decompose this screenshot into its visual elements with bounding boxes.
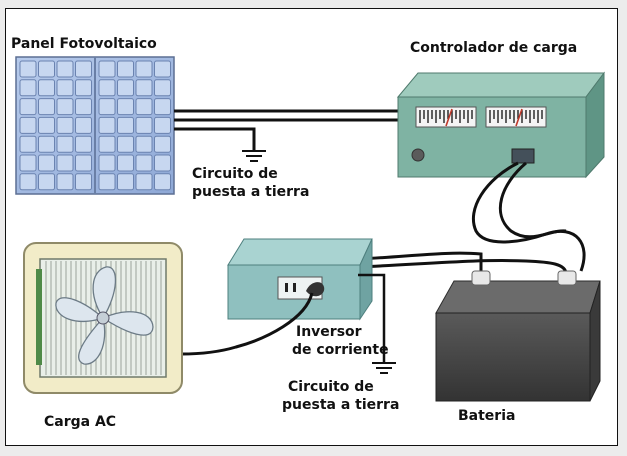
panel-cell	[154, 79, 171, 97]
load-label: Carga AC	[44, 414, 117, 430]
battery-terminal-positive	[557, 270, 577, 286]
panel-cell	[38, 173, 55, 191]
panel-cell	[135, 79, 153, 97]
inverter-label: Inversor de corriente	[292, 323, 389, 359]
panel-cell	[117, 154, 134, 172]
panel-cell	[154, 60, 171, 78]
panel-cell	[154, 173, 171, 191]
panel-cell	[38, 135, 55, 153]
panel-cell	[75, 135, 92, 153]
panel-cell	[56, 79, 74, 97]
panel-cell	[75, 154, 92, 172]
panel-cell	[38, 116, 55, 134]
panel-cell	[75, 116, 92, 134]
panel-cells	[19, 60, 171, 191]
load-cable	[180, 292, 314, 356]
panel-cell	[135, 98, 153, 116]
panel-cell	[19, 98, 37, 116]
panel-cell	[117, 116, 134, 134]
battery	[435, 270, 601, 402]
controller-port	[511, 148, 535, 164]
panel-cell	[154, 135, 171, 153]
panel-cell	[135, 116, 153, 134]
meter-needle	[515, 108, 523, 127]
fan	[23, 242, 183, 394]
panel-cell	[98, 173, 116, 191]
controller-battery-wires	[357, 161, 586, 275]
panel-cell	[56, 135, 74, 153]
panel-cell	[38, 79, 55, 97]
panel-cell	[19, 173, 37, 191]
panel-cell	[56, 154, 74, 172]
inverter	[227, 238, 373, 321]
panel-cell	[19, 60, 37, 78]
inverter-label-line1: Inversor	[296, 324, 362, 340]
panel-cell	[135, 135, 153, 153]
panel-cell	[98, 116, 116, 134]
panel-cell	[98, 98, 116, 116]
inverter-ground-wire	[358, 273, 386, 363]
panel-cell	[19, 79, 37, 97]
ground-label-1: Circuito de puesta a tierra	[192, 165, 309, 201]
ground-symbol	[372, 362, 396, 374]
panel-cell	[56, 98, 74, 116]
meter-needle	[445, 108, 453, 127]
diagram-frame: Panel Fotovoltaico Controlador de carga …	[5, 8, 618, 446]
fan-blades	[55, 266, 154, 365]
panel-cell	[38, 154, 55, 172]
panel-cell	[117, 135, 134, 153]
panel-cell	[135, 60, 153, 78]
panel-cell	[56, 116, 74, 134]
battery-terminal-negative	[471, 270, 491, 286]
panel-cell	[117, 60, 134, 78]
panel-cell	[75, 79, 92, 97]
controller-label: Controlador de carga	[410, 40, 578, 56]
controller-knob	[411, 148, 425, 162]
panel-cell	[154, 154, 171, 172]
panel-cell	[56, 60, 74, 78]
panel-cell	[75, 60, 92, 78]
panel-cell	[98, 60, 116, 78]
ground-label-2-line1: Circuito de	[288, 379, 374, 395]
panel-cell	[38, 60, 55, 78]
panel-cell	[19, 116, 37, 134]
panel-cell	[154, 98, 171, 116]
panel-label: Panel Fotovoltaico	[11, 36, 157, 52]
ground-label-1-line2: puesta a tierra	[192, 184, 310, 200]
solar-system-diagram	[15, 56, 605, 402]
panel-cell	[135, 154, 153, 172]
ground-label-1-line1: Circuito de	[192, 166, 278, 182]
controller-meter-left	[415, 106, 477, 128]
ground-label-2: Circuito de puesta a tierra	[282, 378, 399, 414]
panel-cell	[98, 154, 116, 172]
panel-cell	[117, 173, 134, 191]
charge-controller	[396, 71, 605, 179]
battery-label: Bateria	[458, 408, 516, 424]
inverter-label-line2: de corriente	[292, 342, 389, 358]
panel-cell	[98, 79, 116, 97]
panel-cell	[117, 98, 134, 116]
panel-cell	[19, 135, 37, 153]
panel-cell	[56, 173, 74, 191]
panel-cell	[154, 116, 171, 134]
panel-cell	[75, 98, 92, 116]
fan-side-bar	[36, 269, 42, 365]
panel-cell	[38, 98, 55, 116]
panel-cell	[75, 173, 92, 191]
panel-controller-wires	[174, 109, 398, 151]
controller-meter-right	[485, 106, 547, 128]
ground-label-2-line2: puesta a tierra	[282, 397, 400, 413]
panel-cell	[135, 173, 153, 191]
ground-symbol	[242, 150, 266, 162]
panel-cell	[117, 79, 134, 97]
panel-cell	[98, 135, 116, 153]
panel-cell	[19, 154, 37, 172]
photovoltaic-panel	[15, 56, 175, 195]
